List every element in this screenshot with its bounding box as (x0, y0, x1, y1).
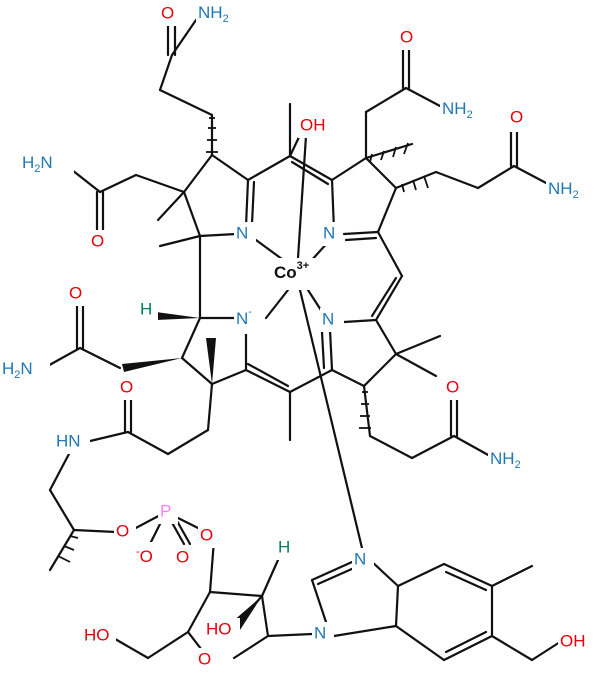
atom-oh-top: OH (300, 115, 326, 134)
atom-o-ester-right: O (200, 525, 213, 544)
atom-o-ring: O (198, 649, 211, 668)
atom-o-far-right: O (510, 107, 523, 126)
atom-nh2-right-mid: NH2 (490, 449, 521, 470)
atom-h-sugar: H (278, 537, 290, 556)
atom-o-minus: -O (136, 546, 153, 567)
atom-o-top-right: O (400, 27, 413, 46)
wedge-ring-d-left (122, 358, 182, 372)
wedge-ring-d-h (156, 312, 200, 320)
atom-n-benz-top: N (354, 549, 366, 568)
atom-h2n-left-mid: H2N (2, 359, 33, 380)
atom-nh2-far-right: NH2 (548, 179, 579, 200)
atom-hn-amide: HN (56, 431, 81, 450)
atom-o-amide: O (120, 377, 133, 396)
atom-n-right-bottom: N (322, 309, 334, 328)
atom-phosphorus: P (160, 501, 171, 520)
atom-h2n-left: H2N (22, 153, 53, 174)
wedge-ring-d-methyl (206, 338, 216, 384)
atom-n-minus: N- (236, 306, 252, 329)
hash-ring-c (359, 391, 371, 429)
atom-o-left-mid: O (69, 283, 82, 302)
hash-ring-b-methyl (369, 142, 409, 163)
atom-o-left: O (91, 231, 104, 250)
atom-cobalt: Co3+ (274, 260, 309, 283)
atom-n-right-top: N (323, 223, 335, 242)
atom-n-benz-bottom: N (314, 623, 326, 642)
atom-ho-left: HO (84, 625, 110, 644)
atom-o-double: O (176, 547, 189, 566)
hash-linker (57, 535, 79, 563)
stereo-layer (57, 117, 429, 630)
atom-n-left-top: N (236, 223, 248, 242)
bond-layer (42, 18, 562, 662)
atom-o-right-mid: O (446, 377, 459, 396)
atom-o-ester-left: O (116, 521, 129, 540)
atom-o-top-left: O (161, 3, 174, 22)
atom-oh-right: OH (560, 631, 586, 650)
hash-ring-b-right (401, 175, 429, 193)
atom-nh2-top-left: NH2 (198, 3, 229, 24)
atom-label-layer: O NH2 OH O NH2 O NH2 H2N O N Co3+ N H N-… (0, 3, 596, 672)
hash-ring-a-top (206, 117, 218, 153)
atom-h-stereo: H (140, 299, 152, 318)
atom-ho-sugar: HO (206, 619, 232, 638)
atom-nh2-top-right: NH2 (442, 99, 473, 120)
